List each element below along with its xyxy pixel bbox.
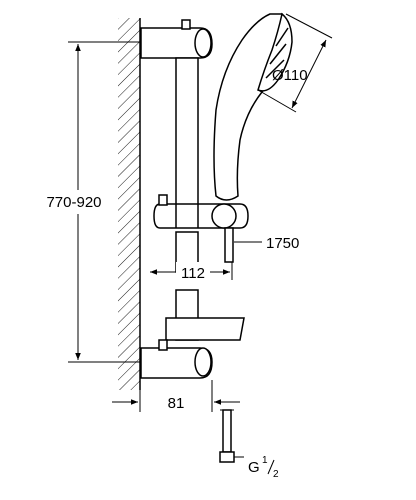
slider-holder — [153, 194, 249, 263]
bottom-bracket — [140, 317, 245, 379]
thread-sub-label: 2 — [273, 469, 279, 480]
top-bracket-cap — [194, 28, 212, 58]
diameter-ext-upper — [285, 13, 333, 39]
spray-line-3 — [275, 27, 289, 47]
hand-shower — [213, 12, 293, 201]
top-screw — [181, 19, 191, 30]
connector-nut — [219, 451, 235, 463]
bottom-bracket-cap — [194, 347, 212, 377]
thread-connector — [219, 409, 244, 463]
height-dimension: 770-920 — [46, 41, 165, 363]
bottom-screw — [158, 339, 168, 351]
hand-shower-face — [257, 12, 293, 92]
height-range-label: 770-920 — [46, 194, 101, 211]
head-diameter-label: Ø110 — [272, 67, 308, 84]
bar-spacing-label: 112 — [181, 265, 205, 282]
thread-fraction-slash — [267, 459, 275, 475]
hose-length-callout: 1750 — [234, 235, 299, 252]
thread-main-label: G — [248, 459, 260, 476]
spray-line-1 — [265, 59, 285, 79]
slider-screw — [158, 194, 168, 206]
diameter-dim-line — [291, 39, 327, 109]
wall-hatching — [118, 18, 140, 390]
offset-dimension: 81 — [112, 380, 240, 412]
height-label-bg — [66, 190, 90, 214]
hose-length-label: 1750 — [266, 235, 299, 252]
soap-dish — [165, 317, 245, 341]
spacing-label-bg — [176, 262, 210, 280]
thread-label: G 1 2 — [248, 455, 279, 480]
thread-sup-label: 1 — [262, 455, 268, 466]
wall-offset-label: 81 — [168, 395, 185, 412]
slider-knob — [211, 203, 237, 229]
diameter-ext-lower — [257, 89, 297, 113]
diameter-dimension: Ø110 — [257, 13, 333, 113]
slide-bar — [175, 57, 199, 341]
slide-bar-upper — [175, 57, 199, 209]
spacing-dimension: 112 — [139, 262, 233, 282]
spray-line-2 — [269, 43, 287, 65]
hose-connector — [224, 227, 234, 263]
top-bracket — [140, 19, 213, 59]
connector-body — [222, 409, 232, 453]
wall — [118, 18, 141, 390]
